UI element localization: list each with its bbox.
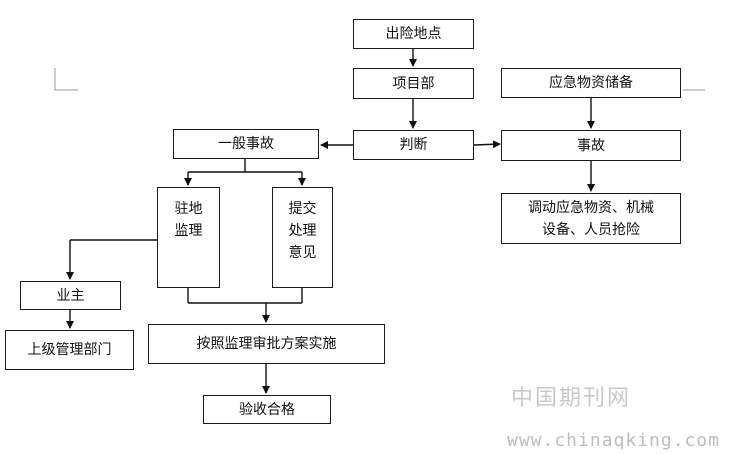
- node-project-department: 项目部: [353, 68, 474, 99]
- node-dispatch-resources: 调动应急物资、机械 设备、人员抢险: [501, 193, 681, 244]
- node-onsite-supervision: 驻地 监理: [157, 187, 220, 288]
- node-accident: 事故: [501, 130, 681, 161]
- node-accident-location: 出险地点: [353, 19, 474, 49]
- node-judge: 判断: [353, 130, 474, 160]
- node-general-accident: 一般事故: [173, 129, 319, 159]
- node-acceptance: 验收合格: [203, 395, 331, 424]
- watermark-url: www.chinaqking.com: [507, 430, 721, 451]
- node-submit-opinion: 提交 处理 意见: [272, 187, 333, 288]
- watermark-cn: 中国期刊网: [511, 386, 632, 411]
- node-implement-plan: 按照监理审批方案实施: [148, 324, 385, 364]
- node-owner: 业主: [20, 281, 121, 310]
- node-emergency-reserve: 应急物资储备: [501, 68, 681, 98]
- node-superior-department: 上级管理部门: [5, 330, 134, 370]
